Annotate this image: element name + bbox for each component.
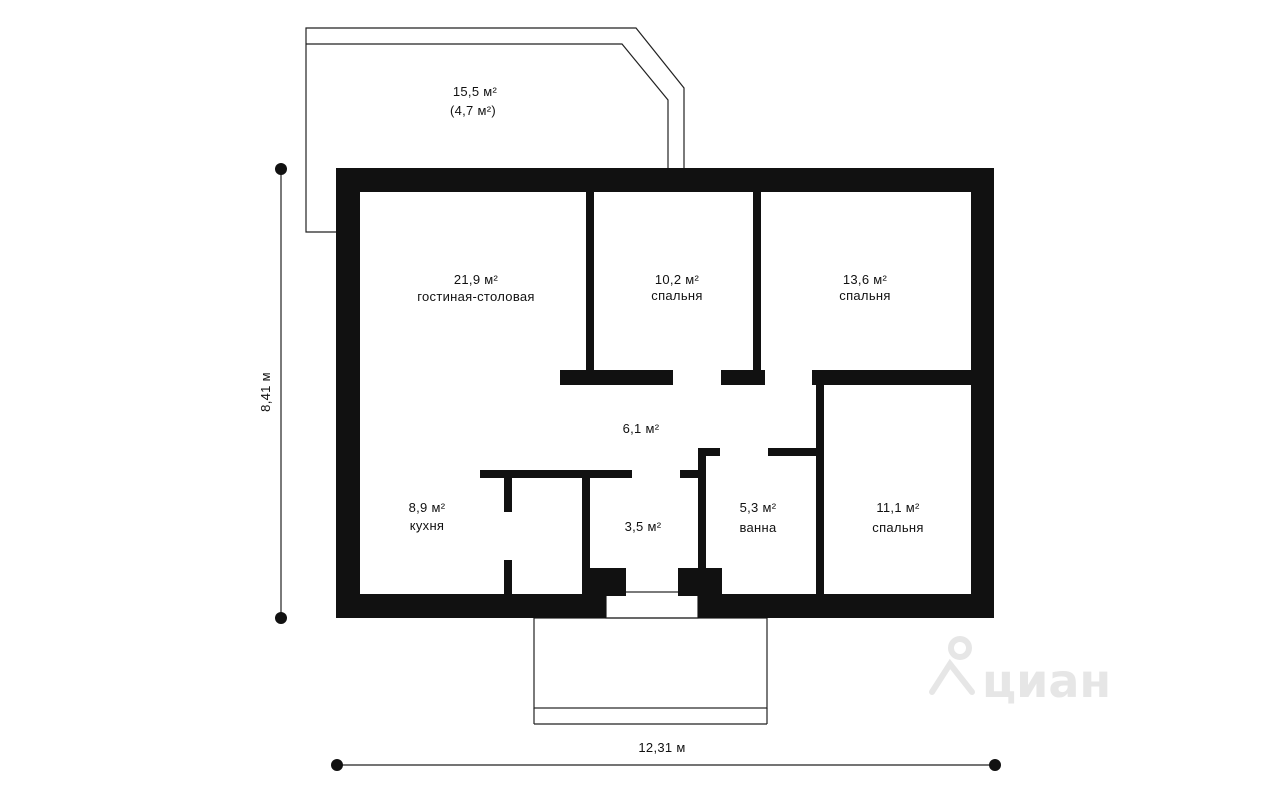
room-label-hall: 6,1 м² [623, 421, 660, 436]
dimension-endpoint [275, 163, 287, 175]
room-label-bedroom-3: 11,1 м² спальня [872, 500, 923, 535]
room-label-living: 21,9 м² гостиная-столовая [417, 272, 535, 304]
exterior-walls [336, 168, 994, 618]
watermark-text: циан [982, 654, 1111, 708]
watermark: циан [929, 636, 1111, 708]
room-area: 8,9 м² [409, 500, 446, 515]
terrace-area-reduced: (4,7 м²) [450, 103, 496, 118]
room-area: 21,9 м² [454, 272, 499, 287]
room-area: 11,1 м² [876, 500, 920, 515]
watermark-logo-icon [929, 636, 975, 695]
room-area: 5,3 м² [740, 500, 777, 515]
terrace-outline [305, 27, 685, 233]
room-area: 13,6 м² [843, 272, 888, 287]
width-dimension: 12,31 м [331, 740, 1001, 771]
height-dimension: 8,41 м [258, 163, 287, 624]
dimension-endpoint [275, 612, 287, 624]
room-name: спальня [651, 288, 702, 303]
room-area: 10,2 м² [655, 272, 700, 287]
room-label-bedroom-1: 10,2 м² спальня [651, 272, 702, 303]
room-label-bathroom: 5,3 м² ванна [739, 500, 777, 535]
room-name: спальня [839, 288, 890, 303]
interior-walls [480, 192, 972, 596]
room-name: ванна [739, 520, 777, 535]
dimension-endpoint [989, 759, 1001, 771]
height-dimension-label: 8,41 м [258, 372, 273, 412]
width-dimension-label: 12,31 м [638, 740, 685, 755]
room-area: 3,5 м² [625, 519, 662, 534]
room-name: кухня [410, 518, 445, 533]
room-name: спальня [872, 520, 923, 535]
room-label-bedroom-2: 13,6 м² спальня [839, 272, 890, 303]
room-name: гостиная-столовая [417, 289, 535, 304]
terrace-label: 15,5 м² (4,7 м²) [450, 84, 498, 118]
room-area: 6,1 м² [623, 421, 660, 436]
dimension-endpoint [331, 759, 343, 771]
room-label-kitchen: 8,9 м² кухня [409, 500, 446, 533]
terrace-area: 15,5 м² [453, 84, 498, 99]
room-label-storage: 3,5 м² [625, 519, 662, 534]
